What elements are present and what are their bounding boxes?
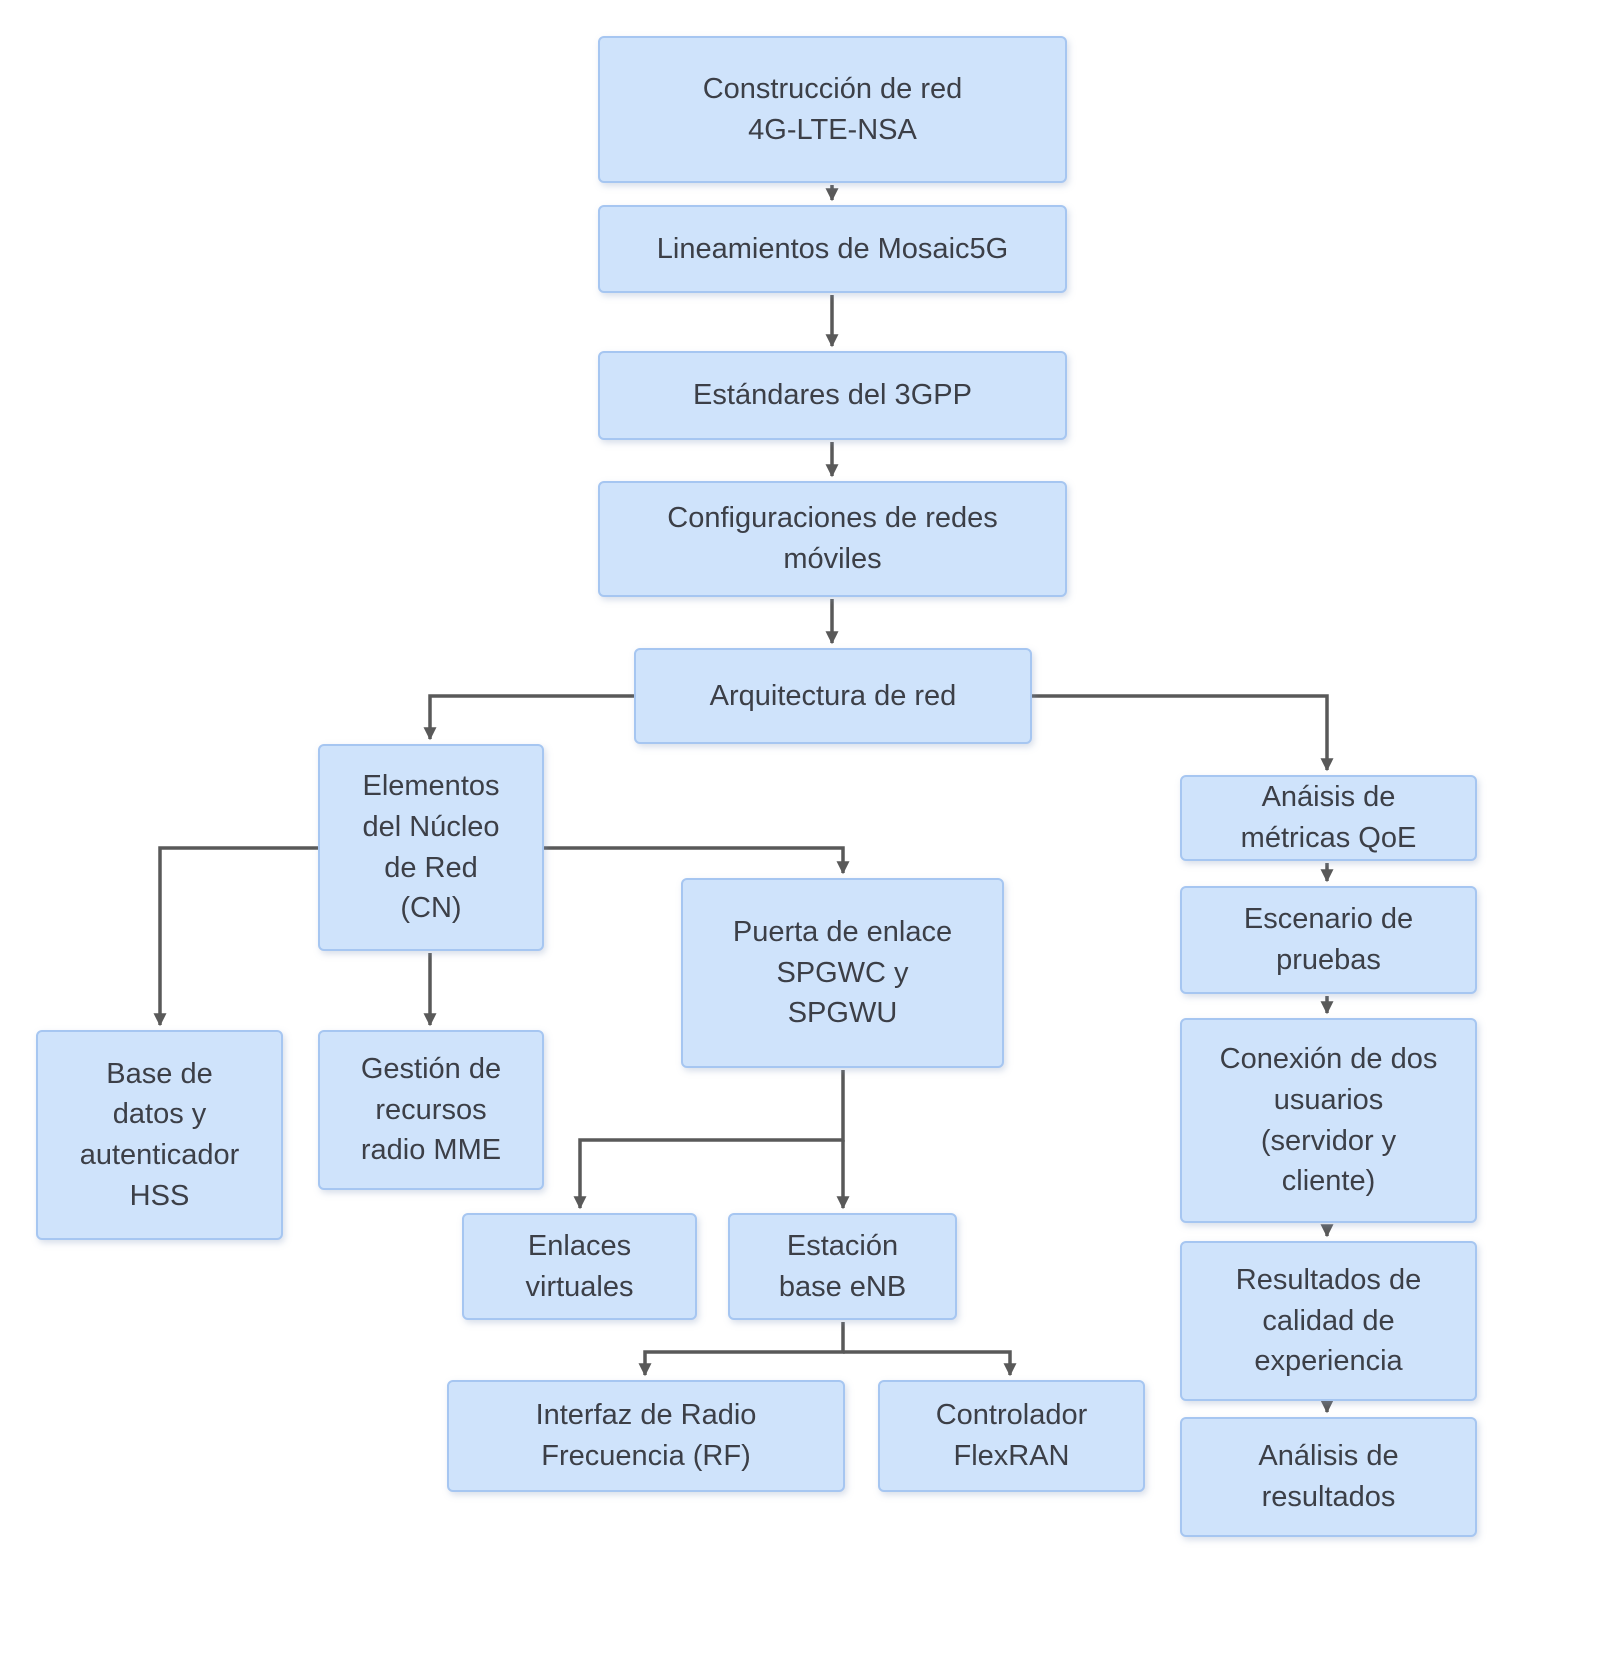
node-conexion-usuarios: Conexión de dos usuarios (servidor y cli… (1180, 1018, 1477, 1223)
connector-spgw-enlaces (573, 1070, 845, 1210)
node-base-datos-hss: Base de datos y autenticador HSS (36, 1030, 283, 1240)
node-construccion-red: Construcción de red 4G-LTE-NSA (598, 36, 1067, 183)
node-interfaz-rf: Interfaz de Radio Frecuencia (RF) (447, 1380, 845, 1492)
node-nucleo-red-cn: Elementos del Núcleo de Red (CN) (318, 744, 544, 951)
node-estacion-base-enb: Estación base eNB (728, 1213, 957, 1320)
node-analisis-metricas-qoe: Anáisis de métricas QoE (1180, 775, 1477, 861)
connector-nucleo-spgw (544, 846, 850, 875)
connector-nucleo-hss (153, 846, 318, 1027)
node-analisis-resultados: Análisis de resultados (1180, 1417, 1477, 1537)
node-lineamientos-mosaic5g: Lineamientos de Mosaic5G (598, 205, 1067, 293)
connector-arquitectura-nucleo (423, 694, 634, 741)
node-arquitectura-red: Arquitectura de red (634, 648, 1032, 744)
node-escenario-pruebas: Escenario de pruebas (1180, 886, 1477, 994)
node-configuraciones-redes: Configuraciones de redes móviles (598, 481, 1067, 597)
node-enlaces-virtuales: Enlaces virtuales (462, 1213, 697, 1320)
node-gestion-mme: Gestión de recursos radio MME (318, 1030, 544, 1190)
node-puerta-enlace-spgw: Puerta de enlace SPGWC y SPGWU (681, 878, 1004, 1068)
connector-arquitectura-qoe (1032, 694, 1334, 772)
connector-enb-flexran (843, 1350, 1017, 1377)
node-controlador-flexran: Controlador FlexRAN (878, 1380, 1145, 1492)
node-estandares-3gpp: Estándares del 3GPP (598, 351, 1067, 440)
node-resultados-calidad: Resultados de calidad de experiencia (1180, 1241, 1477, 1401)
connector-enb-rf (638, 1322, 845, 1377)
